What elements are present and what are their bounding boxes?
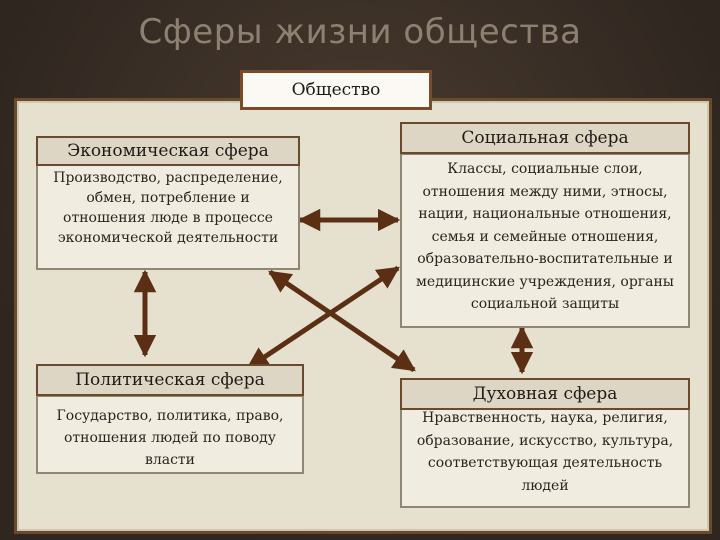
- economic-sphere-text: Производство, распределение, обмен, потр…: [36, 156, 300, 270]
- root-node-society: Общество: [240, 70, 432, 110]
- spiritual-sphere-text: Нравственность, наука, религия, образова…: [400, 402, 690, 508]
- economic-sphere: Экономическая сфера Производство, распре…: [36, 136, 300, 270]
- arrow-political-social: [246, 265, 400, 371]
- political-sphere-title: Политическая сфера: [36, 364, 304, 396]
- slide-title: Сферы жизни общества: [138, 12, 582, 52]
- social-sphere: Социальная сфера Классы, социальные слои…: [400, 122, 690, 328]
- spiritual-sphere-title: Духовная сфера: [400, 378, 690, 410]
- spiritual-sphere: Духовная сфера Нравственность, наука, ре…: [400, 378, 690, 508]
- political-sphere: Политическая сфера Государство, политика…: [36, 364, 304, 474]
- economic-sphere-title: Экономическая сфера: [36, 136, 300, 166]
- arrow-economic-spiritual: [268, 269, 416, 373]
- political-sphere-text: Государство, политика, право, отношения …: [36, 395, 304, 474]
- social-sphere-title: Социальная сфера: [400, 122, 690, 154]
- social-sphere-text: Классы, социальные слои, отношения между…: [400, 153, 690, 328]
